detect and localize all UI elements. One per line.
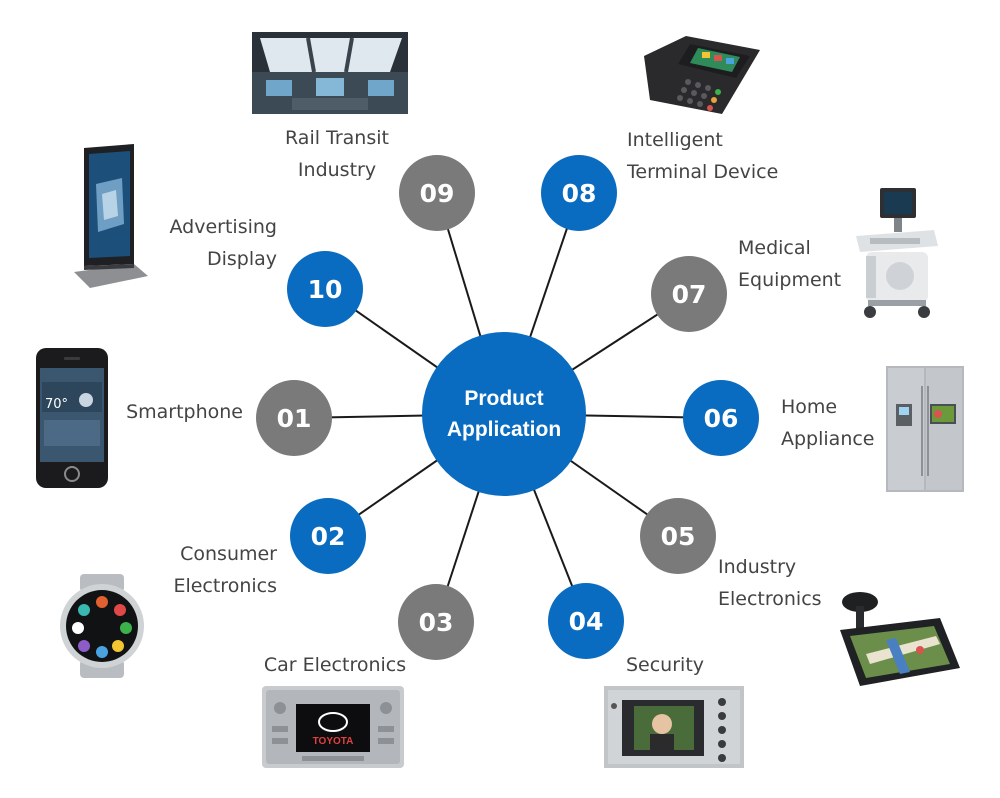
car-radio-image: TOYOTA — [262, 686, 404, 768]
refrigerator-image — [886, 366, 964, 492]
label-10-line1: Advertising — [169, 216, 277, 238]
node-01: 01 — [256, 380, 332, 456]
label-07-line1: Medical — [738, 237, 811, 259]
label-01: Smartphone — [100, 396, 243, 428]
advertising-kiosk-image — [74, 144, 148, 288]
car-radio-brand: TOYOTA — [313, 736, 354, 747]
label-04-line1: Security — [625, 654, 705, 676]
ultrasound-machine-image — [856, 188, 938, 318]
video-intercom-image — [604, 686, 744, 768]
label-09-line2: Industry — [297, 159, 377, 181]
node-10: 10 — [287, 251, 363, 327]
label-06-line1: Home — [781, 396, 838, 418]
label-04: Security — [600, 649, 730, 681]
label-05-line1: Industry — [718, 556, 797, 578]
label-07: Medical Equipment — [738, 232, 858, 296]
label-08-line2: Terminal Device — [627, 161, 779, 183]
weather-temp: 70° — [45, 397, 68, 412]
node-05: 05 — [640, 498, 716, 574]
rail-cab-image — [252, 32, 408, 114]
node-09: 09 — [399, 155, 475, 231]
label-08: Intelligent Terminal Device — [627, 124, 797, 188]
node-06: 06 — [683, 380, 759, 456]
label-05: Industry Electronics — [718, 551, 858, 615]
label-08-line1: Intelligent — [627, 129, 723, 151]
label-01-line1: Smartphone — [126, 401, 243, 423]
node-04: 04 — [548, 583, 624, 659]
node-07: 07 — [651, 256, 727, 332]
label-03-line1: Car Electronics — [263, 654, 407, 676]
label-02: Consumer Electronics — [120, 538, 277, 602]
node-03: 03 — [398, 584, 474, 660]
label-02-line2: Electronics — [173, 575, 277, 597]
label-02-line1: Consumer — [180, 543, 277, 565]
label-05-line2: Electronics — [718, 588, 822, 610]
smartphone-image: 70° — [36, 348, 108, 488]
pos-terminal-image — [644, 36, 760, 114]
node-08: 08 — [541, 155, 617, 231]
label-06: Home Appliance — [781, 391, 901, 455]
node-02: 02 — [290, 498, 366, 574]
gps-navigator-image — [840, 592, 960, 686]
center-title-line2: Application — [446, 418, 562, 441]
smartwatch-image — [60, 574, 144, 678]
label-07-line2: Equipment — [738, 269, 842, 291]
label-03: Car Electronics — [250, 649, 420, 681]
center-title-line1: Product — [464, 387, 544, 410]
label-10: Advertising Display — [140, 211, 277, 275]
label-09: Rail Transit Industry — [262, 122, 412, 186]
label-10-line2: Display — [206, 248, 277, 270]
center-hub: Product Application — [422, 332, 586, 496]
label-09-line1: Rail Transit — [285, 127, 389, 149]
label-06-line2: Appliance — [781, 428, 875, 450]
